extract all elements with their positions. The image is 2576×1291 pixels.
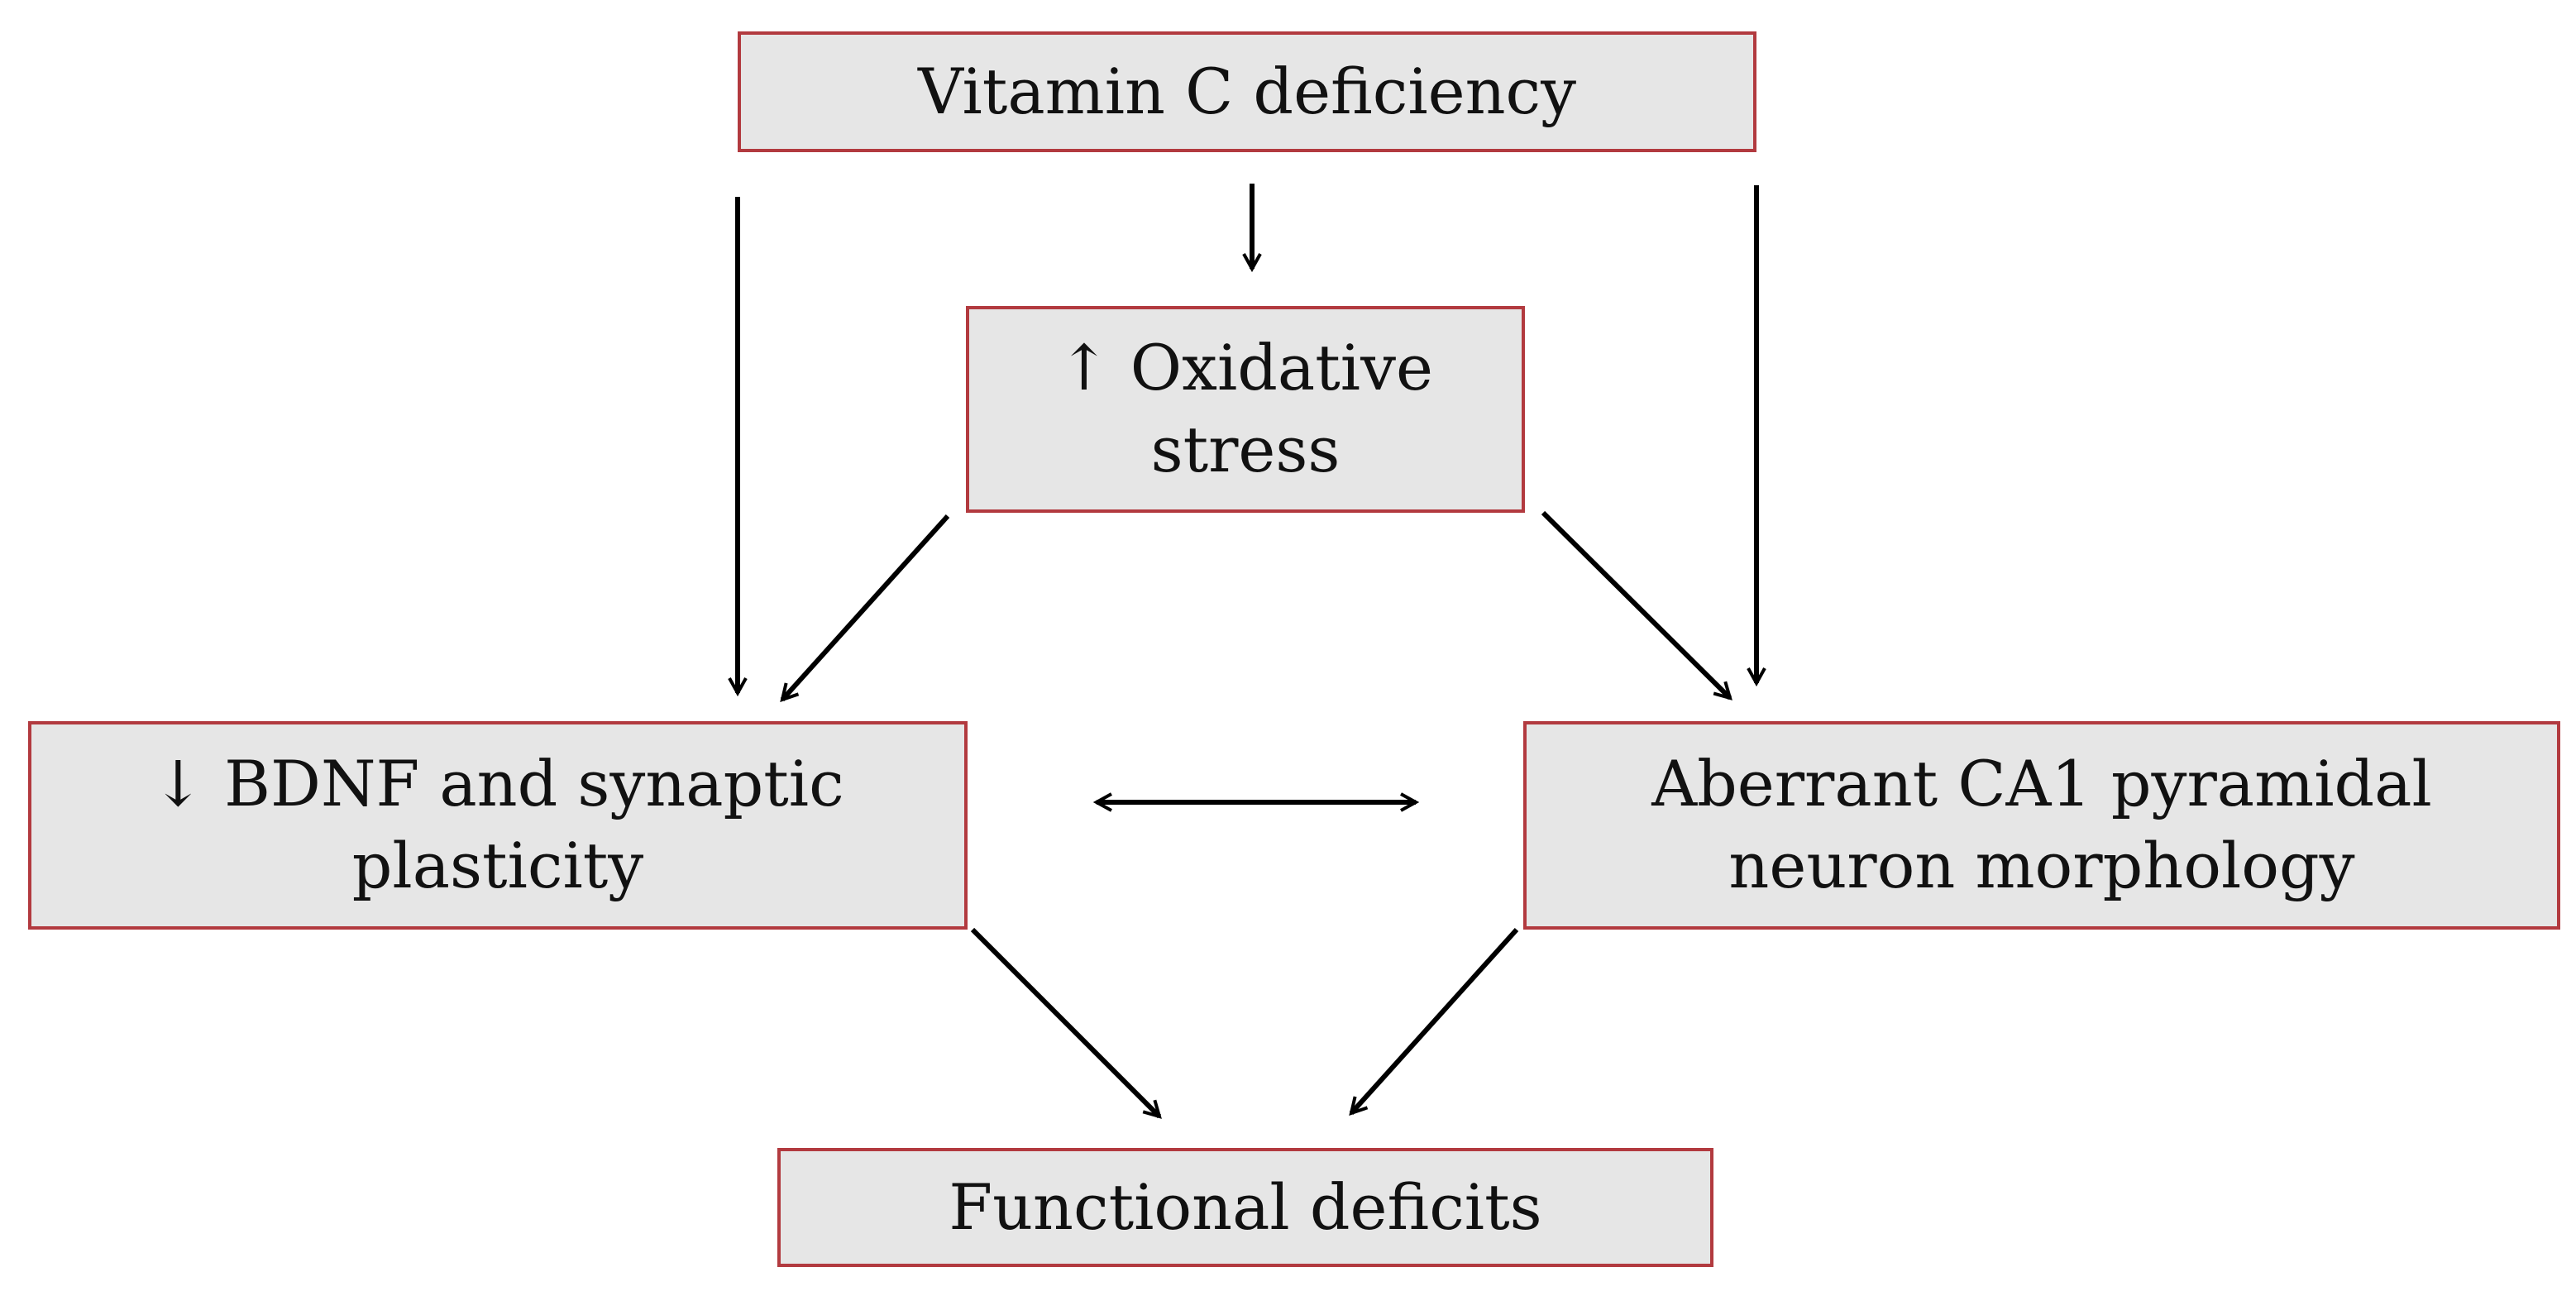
node-label-line-1: Functional deficits: [949, 1169, 1542, 1244]
node-label-line-2: plasticity: [351, 829, 644, 902]
node-label-line-1: Aberrant CA1 pyramidal: [1651, 747, 2432, 821]
node-vitamin-c-deficiency: Vitamin C deficiency: [738, 31, 1756, 152]
node-label-line-1: ↑ Oxidative: [1057, 331, 1434, 405]
node-label-line-1: Vitamin C deficiency: [917, 54, 1577, 128]
node-oxidative-stress: ↑ Oxidative stress: [966, 306, 1525, 513]
arrow-oxidative-stress-to-bdnf: [782, 514, 950, 700]
node-bdnf-synaptic-plasticity: ↓ BDNF and synaptic plasticity: [28, 721, 968, 930]
arrow-aberrant-to-functional-deficits: [1351, 927, 1519, 1113]
arrow-bdnf-to-functional-deficits: [970, 927, 1159, 1116]
node-label-line-2: neuron morphology: [1728, 829, 2355, 902]
node-label-line-1: ↓ BDNF and synaptic: [151, 747, 844, 821]
node-aberrant-ca1-morphology: Aberrant CA1 pyramidal neuron morphology: [1523, 721, 2560, 930]
node-functional-deficits: Functional deficits: [777, 1148, 1713, 1267]
node-label-line-2: stress: [1150, 413, 1341, 486]
arrow-oxidative-stress-to-aberrant: [1541, 510, 1730, 698]
